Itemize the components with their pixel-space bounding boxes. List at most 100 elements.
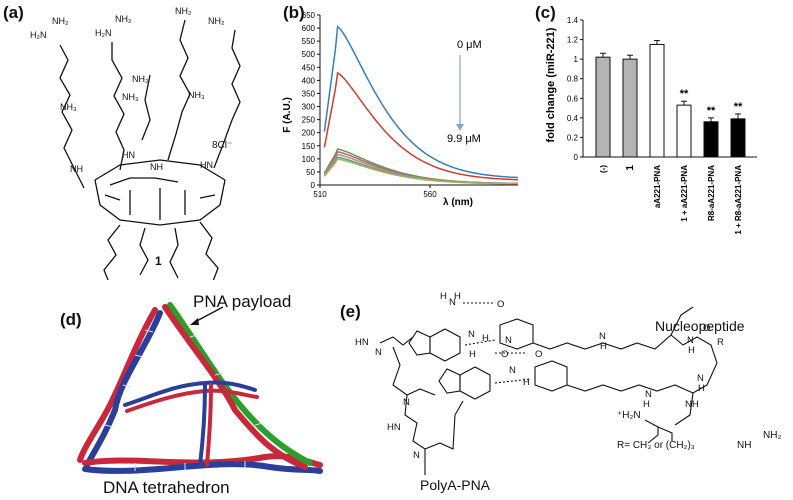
chart-c-category-label: (-) xyxy=(599,165,608,173)
chart-b-annotation-top: 0 μM xyxy=(457,39,482,51)
svg-text:NH₃: NH₃ xyxy=(60,102,77,112)
chart-c-category-label: 1 xyxy=(625,165,636,171)
chart-c-bar xyxy=(622,58,638,158)
chart-c-bar xyxy=(649,43,665,158)
svg-text:H: H xyxy=(643,399,650,410)
chart-c-significance: ** xyxy=(734,101,743,113)
svg-text:NH: NH xyxy=(150,162,163,172)
svg-text:HN: HN xyxy=(355,337,369,348)
chart-b-series-line xyxy=(323,158,518,185)
svg-text:N: N xyxy=(413,450,420,461)
chart-b-xtick-label: 560 xyxy=(423,190,437,199)
r-definition: R= CH₃ or (CH₂)₃ xyxy=(617,440,695,451)
fluorescence-chart: 0501001502002503003504004505005506006505… xyxy=(282,11,519,208)
chart-b-ytick-label: 150 xyxy=(302,142,316,151)
chart-c-bar xyxy=(595,56,611,158)
svg-text:N: N xyxy=(687,335,694,346)
guanidinium-nh-label: NH xyxy=(737,440,751,451)
svg-text:NH₃: NH₃ xyxy=(188,90,205,100)
panel-e-label: (e) xyxy=(340,302,361,321)
chart-c-bars-group: (-) 1 aA221-PNA ** 1 + aA221-PNA ** R8-aA221-P… xyxy=(595,40,746,235)
chart-b-ytick-label: 650 xyxy=(302,11,316,20)
chart-b-xtick-label: 510 xyxy=(313,190,327,199)
chart-b-ytick-label: 200 xyxy=(302,129,316,138)
chart-b-ytick-label: 500 xyxy=(302,50,316,59)
chart-c-significance: ** xyxy=(680,88,689,100)
compound-number: 1 xyxy=(155,254,162,268)
svg-text:H: H xyxy=(469,349,476,360)
svg-text:N: N xyxy=(449,297,456,308)
chart-c-bar xyxy=(730,118,746,158)
svg-text:H: H xyxy=(698,383,705,394)
chart-b-ytick-label: 550 xyxy=(302,37,316,46)
chart-b-ytick-label: 300 xyxy=(302,103,316,112)
svg-text:N: N xyxy=(509,365,516,376)
svg-text:N: N xyxy=(375,347,382,358)
panel-c-label: (c) xyxy=(535,3,556,22)
svg-text:N: N xyxy=(599,331,606,342)
panel-a-label: (a) xyxy=(3,3,24,22)
chart-b-axes: 0501001502002503003504004505005506006505… xyxy=(302,11,518,199)
chart-c-ytick-label: 1 xyxy=(574,55,579,64)
svg-text:HN: HN xyxy=(200,160,213,170)
guanidinium-sketch xyxy=(644,419,673,444)
base-pair-rungs xyxy=(104,329,264,471)
guanidinium-plus-label: ⁺H₂N xyxy=(617,410,641,421)
chart-b-ytick-label: 350 xyxy=(302,89,316,98)
dna-tetrahedron-illustration: PNA payload DNA tetrahedron xyxy=(77,292,323,497)
chart-b-ytick-label: 100 xyxy=(302,155,316,164)
svg-text:NH₂: NH₂ xyxy=(208,16,225,26)
svg-text:H: H xyxy=(454,291,461,302)
svg-text:NH₂: NH₂ xyxy=(175,6,192,16)
chart-c-ytick-label: 0.6 xyxy=(567,94,579,103)
chart-c-ytick-label: 0.8 xyxy=(567,75,579,84)
chart-c-category-label: 1 + aA221-PNA xyxy=(680,165,689,222)
svg-text:H: H xyxy=(482,333,489,344)
svg-text:N: N xyxy=(403,397,410,408)
chart-c-significance: ** xyxy=(707,105,716,117)
svg-text:H₂N: H₂N xyxy=(30,30,47,40)
chart-b-annotation-bottom: 9.9 μM xyxy=(447,133,481,145)
chart-c-ytick-label: 1.2 xyxy=(567,36,579,45)
panel-b-label: (b) xyxy=(283,3,305,22)
svg-text:O: O xyxy=(535,349,542,360)
dna-tetrahedron-label: DNA tetrahedron xyxy=(103,478,230,497)
chart-b-ytick-label: 400 xyxy=(302,76,316,85)
svg-text:HN: HN xyxy=(122,150,135,160)
chart-c-category-label: aA221-PNA xyxy=(653,165,662,208)
chart-c-ylabel: fold change (miR-221) xyxy=(545,27,557,142)
pna-payload-label: PNA payload xyxy=(193,292,291,311)
chart-c-bar xyxy=(676,104,692,158)
svg-text:O: O xyxy=(703,323,710,334)
chart-b-ytick-label: 50 xyxy=(306,168,315,177)
svg-text:NH: NH xyxy=(685,399,699,410)
panel-d-label: (d) xyxy=(60,310,82,329)
chart-c-ytick-label: 0 xyxy=(574,153,579,162)
chart-b-ytick-label: 450 xyxy=(302,63,316,72)
chart-b-ytick-label: 600 xyxy=(302,24,316,33)
svg-text:N: N xyxy=(697,373,704,384)
svg-text:H: H xyxy=(600,341,607,352)
svg-text:N: N xyxy=(505,335,512,346)
svg-text:NH₃: NH₃ xyxy=(122,92,139,102)
svg-text:O: O xyxy=(497,299,504,310)
nucleopeptide-label: Nucleopeptide xyxy=(655,318,745,334)
chart-c-ytick-label: 0.2 xyxy=(567,133,579,142)
chart-b-ytick-label: 0 xyxy=(311,181,316,190)
svg-text:H: H xyxy=(523,377,530,388)
counterion-label: 8Cl⁻ xyxy=(212,140,232,151)
svg-text:H: H xyxy=(440,291,447,302)
chart-c-category-label: R8-aA221-PNA xyxy=(707,165,716,221)
svg-text:N: N xyxy=(468,329,475,340)
chart-c-axes: 00.20.40.60.811.21.4 xyxy=(567,16,757,162)
chart-c-category-label: 1 + R8-aA221-PNA xyxy=(734,165,743,235)
svg-text:H: H xyxy=(688,345,695,356)
svg-text:NH₂: NH₂ xyxy=(52,16,69,26)
svg-text:O: O xyxy=(501,349,508,360)
guanidinium-nh2-label: NH₂ xyxy=(763,430,781,441)
chart-c-ytick-label: 1.4 xyxy=(567,16,579,25)
polya-pna-label: PolyA-PNA xyxy=(420,477,491,493)
